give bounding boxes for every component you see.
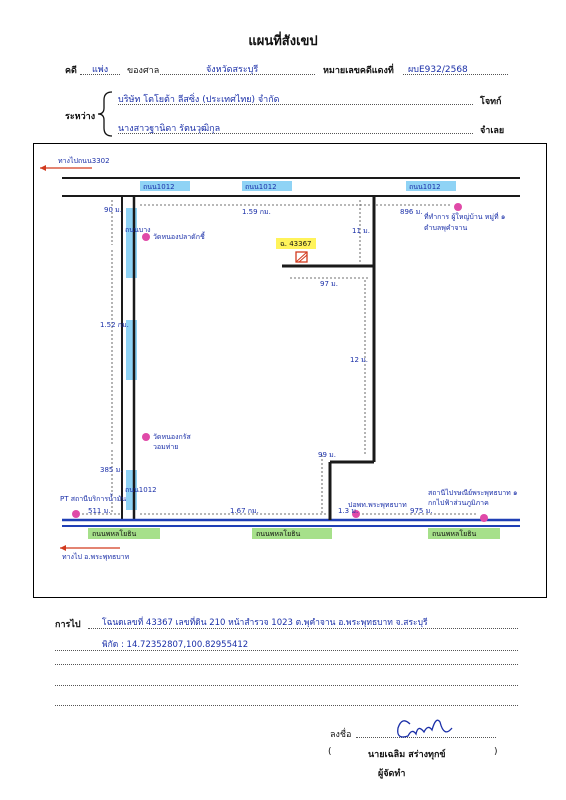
- defendant-line: [118, 133, 473, 134]
- road-bottom-1-highlight: [88, 528, 160, 539]
- marker-pt-station: [72, 510, 80, 518]
- dist-right-top-label: 896 ม.: [400, 208, 423, 216]
- red-case-line: [403, 74, 508, 75]
- road-left-highlight: [126, 208, 137, 278]
- directions-rule-3: [55, 664, 518, 665]
- dist-left-v1-label: 1.52 กม.: [100, 321, 129, 329]
- sign-open-paren: (: [328, 747, 332, 757]
- road-left-label-2: ถนน1012: [125, 486, 157, 494]
- road-bottom-2-highlight: [252, 528, 332, 539]
- court-name: จังหวัดสระบุรี: [206, 65, 259, 75]
- road-bottom-1-label: ถนนพหลโยธิน: [92, 530, 137, 538]
- dist-left-top-label: 90 ม.: [104, 206, 122, 214]
- dist-bottom-2-label: 1.3 ม.: [338, 507, 359, 515]
- signer-role: ผู้จัดทำ: [378, 769, 406, 779]
- directions-rule-5: [55, 705, 518, 706]
- place-village-office: ที่ทำการ ผู้ใหญ่บ้าน หมู่ที่ ๑ ตำบลพุคำจ…: [424, 213, 506, 232]
- place-temple-1: วัดหนองปลาดักชี้: [153, 233, 205, 241]
- plaintiff-role: โจทก์: [480, 97, 502, 107]
- dist-top-label: 1.59 กม.: [242, 208, 271, 216]
- road-bottom-2-label: ถนนพหลโยธิน: [256, 530, 301, 538]
- sign-close-paren: ): [494, 747, 498, 757]
- road-bottom-3-highlight: [428, 528, 500, 539]
- directions-rule-4: [55, 685, 518, 686]
- post-office-label: สถานีไปรษณีย์พระพุทธบาท ๑ กกไปฟ้าส่วนภูม…: [428, 489, 518, 507]
- road-top-2-label: ถนน1012: [245, 183, 277, 191]
- road-top-1-highlight: [140, 181, 190, 191]
- road-left-highlight-2: [126, 320, 137, 380]
- directions-line-1: โฉนดเลขที่ 43367 เลขที่ดิน 210 หน้าสำรวจ…: [102, 618, 428, 628]
- signer-name: นายเฉลิม สร่างทุกข์: [368, 750, 446, 760]
- directions-label: การไป: [55, 620, 81, 630]
- plaintiff-name: บริษัท โตโยต้า ลีสซิ่ง (ประเทศไทย) จำกัด: [118, 95, 280, 105]
- directions-rule-2: [55, 650, 518, 651]
- pt-station-label: PT สถานีบริการน้ำมัน: [60, 495, 127, 503]
- road-left-highlight-3: [126, 470, 137, 510]
- police-label: ปอพท.พระพุทธบาท: [348, 501, 407, 509]
- dist-plot-v-label: 11 ม.: [352, 227, 370, 235]
- marker-temple-2: [142, 433, 150, 441]
- red-case-label: หมายเลขคดีแดงที่: [323, 66, 394, 76]
- dist-plot-h-label: 97 ม.: [320, 280, 338, 288]
- map-frame: [33, 143, 547, 598]
- dist-right-bottom-label: 975 ม.: [410, 507, 433, 515]
- sign-line: [356, 737, 496, 738]
- case-type: แพ่ง: [92, 65, 109, 75]
- directions-rule-1: [88, 628, 518, 629]
- dist-pt-label: 511 ม.: [88, 507, 111, 515]
- plot-hatch-1: [295, 251, 308, 263]
- place-temple-2: วัดหนองกรัส วอมท่าย: [153, 433, 191, 451]
- court-label: ของศาล: [127, 66, 160, 76]
- between-label: ระหว่าง: [65, 112, 96, 122]
- road-left-label: ถนนบาง: [125, 226, 151, 234]
- plot-hatch-2: [298, 254, 308, 263]
- marker-temple-1: [142, 233, 150, 241]
- sign-label: ลงชื่อ: [330, 730, 352, 740]
- plot-marker: [295, 251, 308, 263]
- marker-village-office: [454, 203, 462, 211]
- dist-bottom-label: 1.67 กม.: [230, 507, 259, 515]
- directions-line-2: พิกัด : 14.72352807,100.82955412: [102, 640, 249, 650]
- to-top-left-label: ทางไปถนน3302: [58, 157, 110, 165]
- plot-label-highlight: [276, 238, 316, 249]
- arrow-top-left-head: [40, 165, 46, 171]
- red-case-number: ผบE932/2568: [408, 65, 468, 75]
- dist-mid-label: 99 ม.: [318, 451, 336, 459]
- arrow-bottom-left-head: [60, 545, 66, 551]
- defendant-name: นางสาวฐานิดา รัตนวุฒิกุล: [118, 124, 221, 134]
- road-top-3-highlight: [406, 181, 456, 191]
- defendant-role: จำเลย: [480, 126, 505, 136]
- court-name-line: [160, 74, 315, 75]
- road-top-3-label: ถนน1012: [409, 183, 441, 191]
- case-label: คดี: [65, 66, 77, 76]
- plot-label: ฉ. 43367: [280, 240, 312, 248]
- to-bottom-left-label: ทางไป อ.พระพุทธบาท: [62, 553, 130, 561]
- case-type-line: [80, 74, 120, 75]
- marker-post-office: [480, 514, 488, 522]
- plaintiff-line: [118, 104, 473, 105]
- road-top-2-highlight: [242, 181, 292, 191]
- road-top-1-label: ถนน1012: [143, 183, 175, 191]
- page-title: แผนที่สังเขป: [248, 34, 318, 49]
- marker-police: [352, 510, 360, 518]
- dist-left-v2-label: 385 ม.: [100, 466, 123, 474]
- dist-long-v-label: 12 ม.: [350, 356, 368, 364]
- road-bottom-3-label: ถนนพหลโยธิน: [432, 530, 477, 538]
